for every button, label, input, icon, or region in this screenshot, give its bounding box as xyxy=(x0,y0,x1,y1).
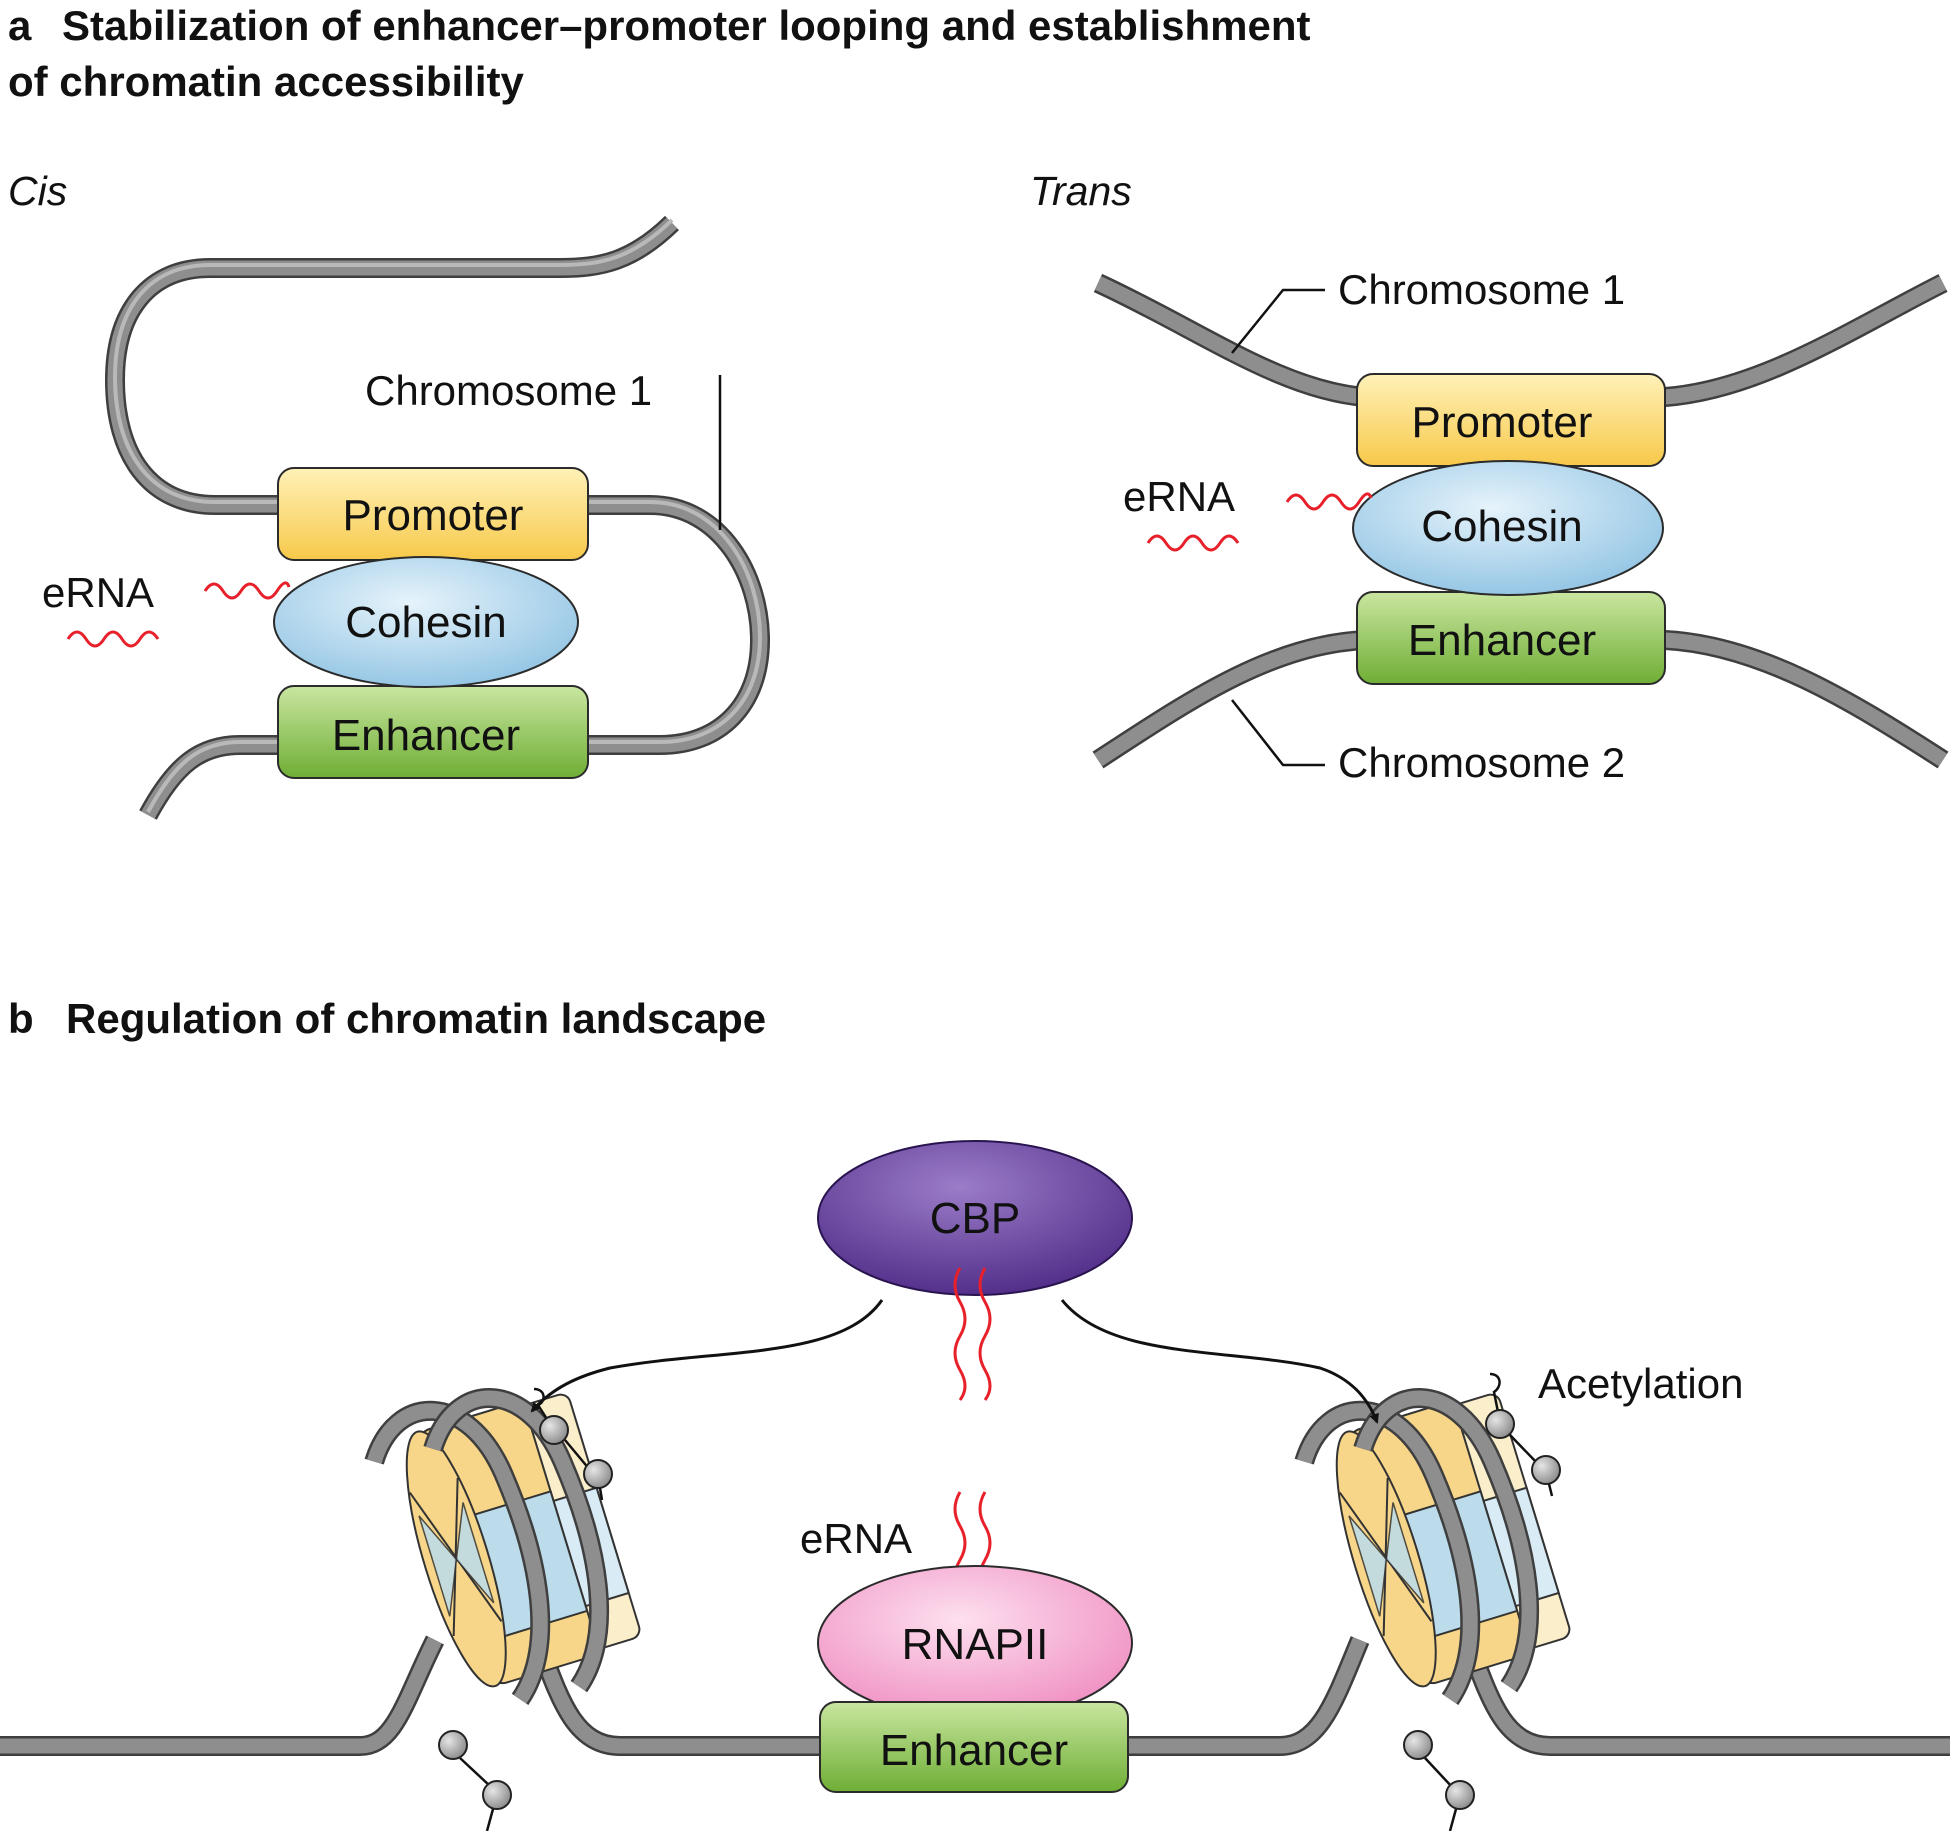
acetyl-bead xyxy=(1531,1455,1561,1485)
panel-b-enhancer-box: Enhancer xyxy=(819,1701,1129,1793)
cis-enhancer-box: Enhancer xyxy=(277,685,589,779)
acetyl-bead xyxy=(1485,1409,1515,1439)
cis-chromosome-label: Chromosome 1 xyxy=(365,367,652,414)
panel-b-title: Regulation of chromatin landscape xyxy=(66,995,766,1042)
panel-b-letter: b xyxy=(8,995,34,1042)
panel-b-enhancer-label: Enhancer xyxy=(880,1726,1068,1775)
cbp-erna-squiggles xyxy=(953,1267,992,1401)
acetyl-bead xyxy=(583,1459,613,1489)
trans-diagram: Chromosome 1 Chromosome 2 Promoter Enhan… xyxy=(1092,266,1949,786)
nucleosome-right-tails xyxy=(1403,1372,1561,1831)
panel-a-title-line1: Stabilization of enhancer–promoter loopi… xyxy=(62,2,1310,49)
trans-cohesin-ellipse: Cohesin xyxy=(1352,460,1664,596)
trans-chromosome-1-strand xyxy=(1093,273,1948,407)
trans-erna-squiggle-1 xyxy=(1285,492,1373,511)
rnapii-label: RNAPII xyxy=(902,1620,1049,1669)
cis-promoter-label: Promoter xyxy=(343,491,524,540)
nucleosome-right xyxy=(1294,1388,1571,1705)
cbp-ellipse: CBP xyxy=(817,1140,1133,1296)
cis-enhancer-label: Enhancer xyxy=(332,711,520,760)
cis-promoter-box: Promoter xyxy=(277,467,589,561)
trans-erna-label: eRNA xyxy=(1123,473,1235,520)
arrow-to-right-nucleosome xyxy=(1060,1299,1379,1424)
trans-chromosome-2-strand xyxy=(1092,630,1949,769)
trans-cohesin-label: Cohesin xyxy=(1421,502,1582,551)
acetyl-bead xyxy=(482,1780,512,1810)
cis-diagram: Chromosome 1 Promoter Enhancer Cohesin e… xyxy=(42,215,771,820)
nucleosome-left xyxy=(364,1388,641,1705)
acetylation-label: Acetylation xyxy=(1538,1360,1743,1407)
trans-promoter-label: Promoter xyxy=(1412,398,1593,447)
trans-enhancer-box: Enhancer xyxy=(1356,591,1666,685)
trans-chromosome-1-label: Chromosome 1 xyxy=(1338,266,1625,313)
trans-chromosome-1-leader xyxy=(1231,288,1325,354)
acetyl-bead xyxy=(539,1415,569,1445)
panel-a-title-line2: of chromatin accessibility xyxy=(8,58,524,105)
trans-enhancer-label: Enhancer xyxy=(1408,616,1596,665)
trans-erna-squiggle-2 xyxy=(1146,534,1240,552)
trans-promoter-box: Promoter xyxy=(1356,373,1666,467)
cis-erna-squiggle-2 xyxy=(66,630,160,648)
trans-chromosome-2-label: Chromosome 2 xyxy=(1338,739,1625,786)
acetyl-bead xyxy=(1403,1730,1433,1760)
cis-label: Cis xyxy=(8,168,67,214)
acetyl-bead xyxy=(1445,1780,1475,1810)
trans-chromosome-2-leader xyxy=(1231,699,1325,767)
panel-b-erna-label: eRNA xyxy=(800,1515,912,1562)
arrow-to-left-nucleosome xyxy=(530,1299,884,1413)
rnapii-ellipse: RNAPII xyxy=(817,1565,1133,1721)
acetyl-bead xyxy=(438,1730,468,1760)
cis-erna-label: eRNA xyxy=(42,569,154,616)
cbp-label: CBP xyxy=(930,1194,1020,1243)
trans-label: Trans xyxy=(1030,168,1132,214)
cis-chromosome-strand xyxy=(104,215,771,820)
panel-a-letter: a xyxy=(8,2,32,49)
cis-cohesin-ellipse: Cohesin xyxy=(273,556,579,688)
nucleosome-left-tails xyxy=(438,1387,613,1831)
cis-erna-squiggle-1 xyxy=(203,581,291,600)
cis-cohesin-label: Cohesin xyxy=(345,598,506,647)
